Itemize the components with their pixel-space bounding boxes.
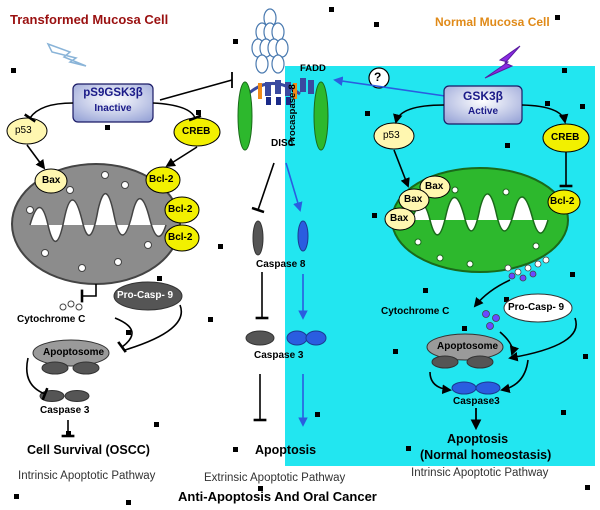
right-procasp9-oval xyxy=(503,293,573,323)
disc-procaspase-left xyxy=(237,81,253,151)
left-procasp9-label: Pro-Casp- 9 xyxy=(117,290,174,301)
left-cytochrome-label: Cytochrome C xyxy=(17,314,86,325)
right-outcome-line1: Apoptosis xyxy=(447,432,509,446)
right-bax-oval-3 xyxy=(384,207,416,231)
left-bcl2-label-1: Bcl-2 xyxy=(149,174,174,185)
left-bcl2-oval-3 xyxy=(164,224,200,252)
right-pathway-label: Intrinsic Apoptotic Pathway xyxy=(411,467,549,479)
left-apoptosome-label: Apoptosome xyxy=(43,347,105,358)
death-receptor xyxy=(251,8,289,74)
right-bcl2-label: Bcl-2 xyxy=(550,196,575,207)
disc-label: DISC xyxy=(271,138,295,149)
left-cell-title: Transformed Mucosa Cell xyxy=(10,12,169,27)
right-cell-title: Normal Mucosa Cell xyxy=(435,15,550,29)
left-bcl2-oval-2 xyxy=(164,196,200,224)
caspase8-blue xyxy=(297,220,309,252)
left-apoptosome xyxy=(32,339,110,367)
left-caspase3-label: Caspase 3 xyxy=(40,405,90,416)
procaspase8-label: Procaspase-8 xyxy=(287,84,298,146)
figure-title: Anti-Apoptosis And Oral Cancer xyxy=(178,489,377,504)
caspase8-label: Caspase 8 xyxy=(256,259,306,270)
right-caspase3-label: Caspase3 xyxy=(453,396,500,407)
caspase3-dark xyxy=(245,330,275,346)
left-pathway-label: Intrinsic Apoptotic Pathway xyxy=(18,470,156,482)
left-procasp9-oval xyxy=(113,281,183,311)
left-gsk-status: Inactive xyxy=(94,103,132,114)
right-cytochrome-label: Cytochrome C xyxy=(381,306,450,317)
right-bax-oval-2 xyxy=(398,188,430,212)
fadd-label: FADD xyxy=(300,63,326,74)
question-circle xyxy=(368,67,390,89)
right-bcl2-oval xyxy=(547,189,581,215)
right-bax-label-2: Bax xyxy=(404,194,423,205)
right-p53-label: p53 xyxy=(383,130,400,141)
right-gsk-status: Active xyxy=(467,106,498,117)
right-lightning-icon xyxy=(484,45,521,79)
left-outcome-label: Cell Survival (OSCC) xyxy=(27,443,150,457)
right-bax-label-3: Bax xyxy=(390,213,409,224)
right-apoptosome xyxy=(426,333,504,361)
right-bax-oval-1 xyxy=(419,175,451,199)
disc-procaspase-right xyxy=(313,81,329,151)
middle-outcome-label: Apoptosis xyxy=(255,443,317,457)
question-label: ? xyxy=(374,70,382,84)
left-gsk-label: pS9GSK3β xyxy=(83,87,143,99)
left-bax-oval xyxy=(34,168,68,194)
middle-caspase3-label: Caspase 3 xyxy=(254,350,304,361)
left-bcl2-label-2: Bcl-2 xyxy=(168,204,193,215)
caspase8-dark xyxy=(252,220,264,256)
middle-pathway-label: Extrinsic Apoptotic Pathway xyxy=(204,472,346,484)
right-procasp9-label: Pro-Casp- 9 xyxy=(508,302,565,313)
right-creb-label: CREB xyxy=(551,132,580,143)
left-p53-label: p53 xyxy=(15,125,32,136)
left-lightning-icon xyxy=(46,42,87,67)
caspase3-blue xyxy=(286,330,308,346)
right-apoptosome-label: Apoptosome xyxy=(437,341,499,352)
left-bax-label: Bax xyxy=(42,175,61,186)
right-outcome-line2: (Normal homeostasis) xyxy=(420,448,552,462)
right-gsk-label: GSK3β xyxy=(462,89,503,103)
left-creb-label: CREB xyxy=(182,126,211,137)
left-bcl2-label-3: Bcl-2 xyxy=(168,232,193,243)
right-bax-label-1: Bax xyxy=(425,181,444,192)
left-bcl2-oval-1 xyxy=(145,166,181,194)
